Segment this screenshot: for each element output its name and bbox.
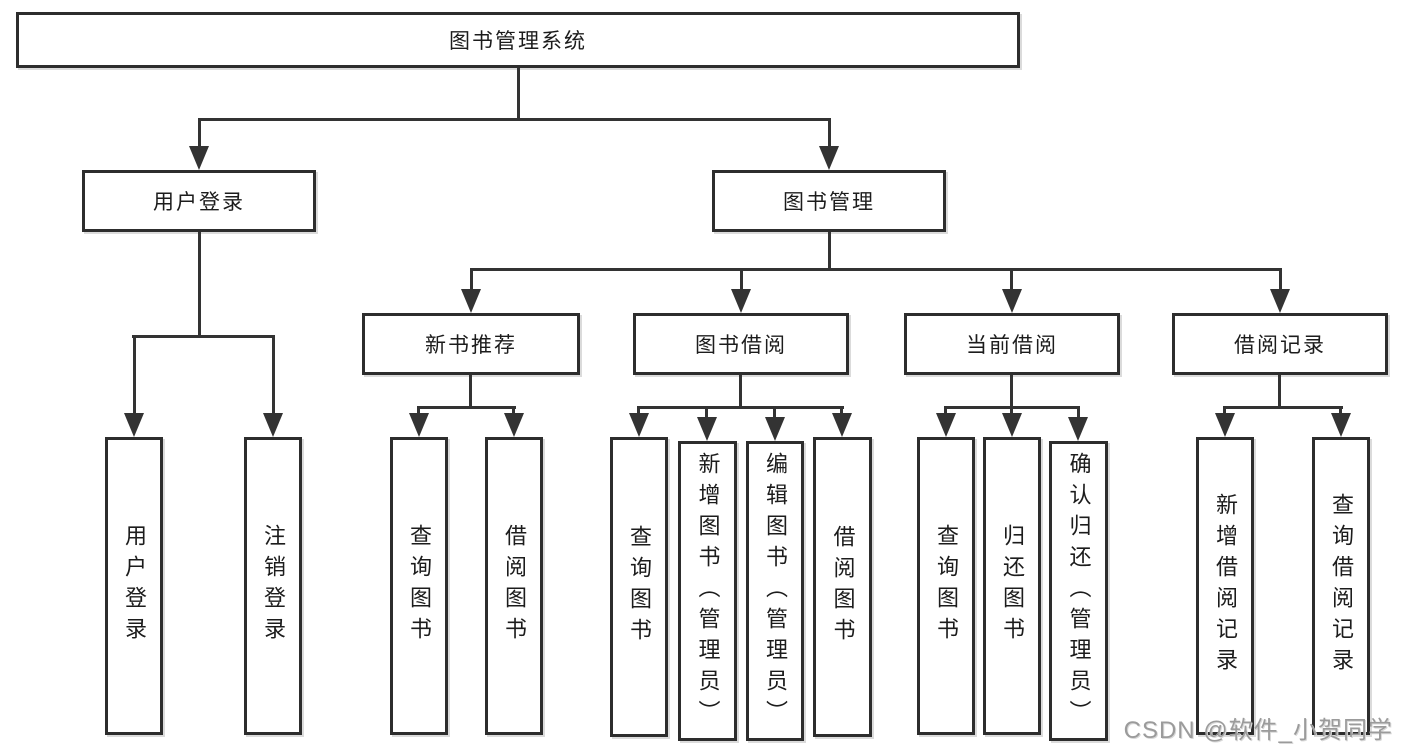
arrowhead-add-record <box>1215 413 1235 437</box>
node-borrowing-records-label: 借阅记录 <box>1234 334 1326 357</box>
leaf-borrow-books-1: 借阅图书 <box>485 437 543 735</box>
leaf-edit-book-admin: 编辑图书（管理员） <box>746 441 804 741</box>
connector-user-login-stub <box>198 118 201 150</box>
leaf-query-borrow-record: 查询借阅记录 <box>1312 437 1370 735</box>
node-new-book-recommend: 新书推荐 <box>362 313 580 375</box>
arrowhead-query2 <box>629 413 649 437</box>
leaf-borrow-books-2: 借阅图书 <box>813 437 872 737</box>
connector-add-record-stub <box>1223 406 1226 417</box>
connector-root-branch <box>198 118 830 121</box>
connector-records-stub <box>1279 268 1282 294</box>
connector-user-login-branch <box>132 335 275 338</box>
node-new-book-recommend-label: 新书推荐 <box>425 334 517 357</box>
arrowhead-book-mgmt <box>819 146 839 170</box>
leaf-edit-book-admin-label: 编辑图书（管理员） <box>763 451 788 731</box>
node-borrowing-records: 借阅记录 <box>1172 313 1388 375</box>
leaf-query-books-1: 查询图书 <box>390 437 448 735</box>
leaf-confirm-return-admin-label: 确认归还（管理员） <box>1066 451 1092 731</box>
arrowhead-login <box>124 413 144 437</box>
arrowhead-borrowing <box>731 289 751 313</box>
node-book-borrowing: 图书借阅 <box>633 313 849 375</box>
leaf-query-borrow-record-label: 查询借阅记录 <box>1329 493 1354 679</box>
leaf-query-books-2-label: 查询图书 <box>627 525 652 649</box>
node-user-login-label: 用户登录 <box>153 191 245 214</box>
leaf-return-books-label: 归还图书 <box>1000 524 1025 648</box>
node-book-management: 图书管理 <box>712 170 946 232</box>
connector-query2-stub <box>637 406 640 417</box>
node-current-borrowing-label: 当前借阅 <box>966 334 1058 357</box>
leaf-query-books-1-label: 查询图书 <box>407 524 432 648</box>
arrowhead-user-login <box>189 146 209 170</box>
leaf-query-books-3-label: 查询图书 <box>934 524 959 648</box>
connector-query1-stub <box>417 406 420 417</box>
arrowhead-current <box>1002 289 1022 313</box>
connector-new-books-stem <box>469 375 472 408</box>
connector-book-mgmt-branch <box>470 268 1281 271</box>
arrowhead-borrow2 <box>832 413 852 437</box>
leaf-user-login-label: 用户登录 <box>122 524 147 648</box>
connector-borrowing-stub <box>740 268 743 294</box>
connector-records-stem <box>1278 375 1281 408</box>
arrowhead-borrow1 <box>504 413 524 437</box>
connector-add-book-stub <box>705 406 708 420</box>
connector-current-stub <box>1010 268 1013 294</box>
connector-new-books-branch <box>417 406 516 409</box>
connector-edit-book-stub <box>773 406 776 420</box>
node-book-borrowing-label: 图书借阅 <box>695 334 787 357</box>
node-library-system: 图书管理系统 <box>16 12 1020 68</box>
connector-book-mgmt-stub <box>828 118 831 150</box>
arrowhead-add-book <box>697 417 717 441</box>
connector-current-stem <box>1010 375 1013 408</box>
leaf-logout: 注销登录 <box>244 437 302 735</box>
connector-book-mgmt-stem <box>828 232 831 268</box>
leaf-add-book-admin: 新增图书（管理员） <box>678 441 737 741</box>
leaf-logout-label: 注销登录 <box>261 524 286 648</box>
arrowhead-query-record <box>1331 413 1351 437</box>
leaf-borrow-books-2-label: 借阅图书 <box>830 525 856 649</box>
arrowhead-records <box>1270 289 1290 313</box>
connector-borrow1-stub <box>512 406 515 417</box>
connector-return-stub <box>1010 406 1013 417</box>
node-current-borrowing: 当前借阅 <box>904 313 1120 375</box>
leaf-query-books-2: 查询图书 <box>610 437 668 737</box>
leaf-return-books: 归还图书 <box>983 437 1041 735</box>
node-library-system-label: 图书管理系统 <box>449 30 587 53</box>
csdn-watermark: CSDN @软件_小贺同学 <box>1123 717 1393 744</box>
arrowhead-confirm-return <box>1068 417 1088 441</box>
node-book-management-label: 图书管理 <box>783 191 875 214</box>
connector-logout-stub <box>272 335 275 417</box>
leaf-add-book-admin-label: 新增图书（管理员） <box>695 451 721 731</box>
connector-login-stub <box>133 335 136 417</box>
arrowhead-query1 <box>409 413 429 437</box>
connector-user-login-stem <box>198 232 201 335</box>
connector-confirm-return-stub <box>1077 406 1080 420</box>
leaf-user-login: 用户登录 <box>105 437 163 735</box>
leaf-add-borrow-record: 新增借阅记录 <box>1196 437 1254 735</box>
arrowhead-new-books <box>461 289 481 313</box>
leaf-confirm-return-admin: 确认归还（管理员） <box>1049 441 1108 741</box>
connector-borrow2-stub <box>840 406 843 417</box>
connector-borrowing-branch <box>637 406 844 409</box>
leaf-borrow-books-1-label: 借阅图书 <box>502 524 527 648</box>
connector-new-books-stub <box>470 268 473 294</box>
leaf-add-borrow-record-label: 新增借阅记录 <box>1213 493 1238 679</box>
connector-root-stem <box>517 68 520 118</box>
node-user-login: 用户登录 <box>82 170 316 232</box>
arrowhead-return <box>1002 413 1022 437</box>
arrowhead-edit-book <box>765 417 785 441</box>
arrowhead-logout <box>263 413 283 437</box>
arrowhead-query3 <box>936 413 956 437</box>
connector-borrowing-stem <box>739 375 742 408</box>
connector-query3-stub <box>944 406 947 417</box>
leaf-query-books-3: 查询图书 <box>917 437 975 735</box>
connector-query-record-stub <box>1339 406 1342 417</box>
connector-records-branch <box>1223 406 1343 409</box>
